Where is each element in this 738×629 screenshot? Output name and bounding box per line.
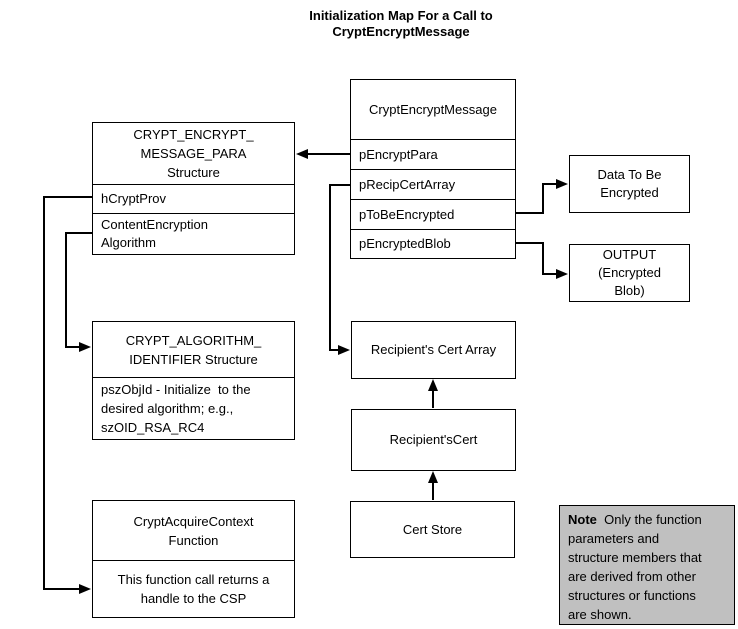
note-label: Note — [568, 512, 597, 527]
note-text: Only the function parameters and structu… — [568, 512, 702, 622]
output-encrypted-blob-label: OUTPUT (Encrypted Blob) — [598, 247, 661, 298]
recipients-cert-label: Recipient'sCert — [389, 432, 478, 447]
box-output-encrypted-blob: OUTPUT (Encrypted Blob) — [569, 244, 690, 302]
box-recipients-cert: Recipient'sCert — [351, 409, 516, 471]
member-contentencryptionalgorithm: ContentEncryption Algorithm — [101, 217, 208, 250]
param-ptobeencrypted: pToBeEncrypted — [351, 200, 515, 230]
cryptencryptmessage-header: CryptEncryptMessage — [351, 80, 515, 140]
box-cryptencryptmessage: CryptEncryptMessage pEncryptPara pRecipC… — [350, 79, 516, 259]
connector-ptobeencrypted-to-data — [515, 179, 568, 214]
box-data-to-be-encrypted: Data To Be Encrypted — [569, 155, 690, 213]
param-pencryptedblob: pEncryptedBlob — [359, 236, 451, 251]
connector-hcryptprov-to-acquirecontext — [43, 196, 93, 594]
message-para-header: CRYPT_ENCRYPT_ MESSAGE_PARA Structure — [93, 123, 294, 185]
cryptacquirecontext-header: CryptAcquireContext Function — [93, 501, 294, 561]
connector-cert-to-certarray — [428, 379, 438, 408]
connector-precipcertarray-to-certarray — [329, 184, 351, 355]
box-message-para-structure: CRYPT_ENCRYPT_ MESSAGE_PARA Structure hC… — [92, 122, 295, 255]
cert-store-label: Cert Store — [402, 521, 463, 537]
algorithm-identifier-header: CRYPT_ALGORITHM_ IDENTIFIER Structure — [93, 322, 294, 378]
cryptacquirecontext-body: This function call returns a handle to t… — [117, 572, 270, 606]
box-algorithm-identifier: CRYPT_ALGORITHM_ IDENTIFIER Structure ps… — [92, 321, 295, 440]
member-hcryptprov: hCryptProv — [93, 185, 294, 214]
connector-contentencryption-to-algorithmid — [65, 232, 93, 352]
param-precipcertarray: pRecipCertArray — [351, 170, 515, 200]
note-box: Note Only the function parameters and st… — [559, 505, 735, 625]
connector-store-to-cert — [428, 471, 438, 500]
box-cert-store: Cert Store — [350, 501, 515, 558]
box-recipients-cert-array: Recipient's Cert Array — [351, 321, 516, 379]
param-pencryptpara: pEncryptPara — [351, 140, 515, 170]
connector-pencryptedblob-to-output — [515, 242, 568, 279]
diagram-title: Initialization Map For a Call to CryptEn… — [309, 8, 493, 39]
box-cryptacquirecontext: CryptAcquireContext Function This functi… — [92, 500, 295, 618]
connector-pencryptpara-to-messagepara — [296, 149, 351, 159]
recipients-cert-array-label: Recipient's Cert Array — [370, 342, 497, 357]
data-to-be-encrypted-label: Data To Be Encrypted — [597, 167, 662, 200]
algorithm-identifier-body: pszObjId - Initialize to the desired alg… — [101, 382, 251, 435]
